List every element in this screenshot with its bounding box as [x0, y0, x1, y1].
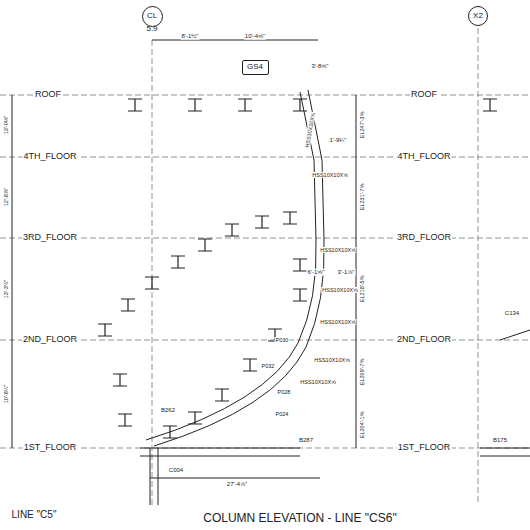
- level-label: 3RD_FLOOR: [396, 233, 452, 243]
- grid-bubble: X2: [468, 6, 488, 26]
- beam-symbol: [283, 212, 297, 224]
- level-label: 2ND_FLOOR: [396, 335, 452, 345]
- callout-text: 3'-1⅞": [337, 269, 356, 276]
- callout-text: B175: [492, 437, 508, 444]
- node-text: CL: [147, 12, 157, 21]
- node-text: X2: [473, 12, 483, 21]
- beam-symbol: [215, 389, 229, 401]
- elevation-dim: EL231'-7⅝: [359, 183, 365, 211]
- beam-symbol: [188, 412, 202, 424]
- callout-text: HSS10X10X⅝: [321, 287, 358, 293]
- callout-text: HSS10X10X⅝: [313, 357, 350, 363]
- callout-text: C004: [168, 467, 184, 474]
- level-label: 4TH_FLOOR: [396, 152, 451, 162]
- elevation-dim: EL209'-7⅜: [359, 358, 365, 386]
- level-label: ROOF: [410, 90, 438, 100]
- level-label: 3RD_FLOOR: [22, 233, 78, 243]
- beam-symbol: [121, 299, 135, 311]
- elevation-dim: 13'-3½": [3, 279, 9, 300]
- callout-text: P024: [275, 411, 290, 417]
- drawing-caption: COLUMN ELEVATION - LINE "CS6": [202, 512, 397, 525]
- beam-symbol: [293, 289, 307, 301]
- beam-symbol: [225, 224, 239, 236]
- grid-bubble: CL: [142, 6, 163, 27]
- level-label: 2ND_FLOOR: [22, 335, 78, 345]
- callout-text: 8'-1½": [181, 33, 200, 40]
- callout-text: P028: [277, 389, 292, 395]
- beam-symbol: [293, 259, 307, 271]
- level-label: 4TH_FLOOR: [22, 152, 77, 162]
- callout-text: HSS10X10X⅝: [319, 319, 356, 325]
- elevation-dim: EL204'-1⅝: [359, 411, 365, 439]
- callout-text: B262: [160, 407, 176, 414]
- elevation-dim: 10'-8¼": [3, 384, 9, 405]
- beam-symbol: [128, 99, 142, 111]
- beam-symbol: [113, 374, 127, 386]
- callout-text: P030: [275, 337, 290, 343]
- callout-text: HSS10X10X⅝: [299, 379, 336, 385]
- beam-symbol: [238, 99, 252, 111]
- beam-symbol: [293, 99, 307, 111]
- callout-text: HSS10X10X⅝: [304, 111, 316, 149]
- callout-text: C134: [504, 310, 520, 317]
- elevation-dim: EL218'-5⅜: [359, 275, 365, 303]
- column-tag: GS4: [242, 60, 269, 75]
- elevation-dim: EL247'-3⅝: [359, 111, 365, 139]
- callout-text: 10'-4⅝": [244, 33, 266, 40]
- level-label: 1ST_FLOOR: [397, 443, 452, 453]
- callout-text: 27'-4⅞": [226, 481, 248, 488]
- callout-text: 6'-1⅝": [307, 269, 326, 276]
- callout-text: 1'-9¼": [329, 137, 348, 144]
- level-label: ROOF: [34, 90, 62, 100]
- beam-symbol: [145, 277, 159, 289]
- callout-text: HSS10X10X⅝: [319, 247, 356, 253]
- callout-text: HSS10X10X⅝: [311, 172, 348, 178]
- elevation-dim: 13'-0⅛": [3, 115, 9, 136]
- beam-symbol: [483, 99, 497, 111]
- node-text: GS4: [247, 63, 263, 72]
- beam-symbol: [171, 256, 185, 268]
- beam-symbol: [243, 359, 257, 371]
- beam-symbol: [118, 414, 132, 426]
- callout-text: 3'-8⅝": [311, 63, 330, 70]
- callout-text: P032: [261, 363, 276, 369]
- level-label: 1ST_FLOOR: [23, 443, 78, 453]
- beam-symbol: [198, 239, 212, 251]
- elevation-dim: 12'-8⅞": [3, 187, 9, 208]
- beam-symbol: [188, 99, 202, 111]
- beam-symbol: [255, 216, 269, 228]
- callout-text: B287: [298, 437, 314, 444]
- beam-symbol: [163, 426, 177, 438]
- beam-symbol: [98, 324, 112, 336]
- callout-text: LINE "C5": [11, 509, 58, 520]
